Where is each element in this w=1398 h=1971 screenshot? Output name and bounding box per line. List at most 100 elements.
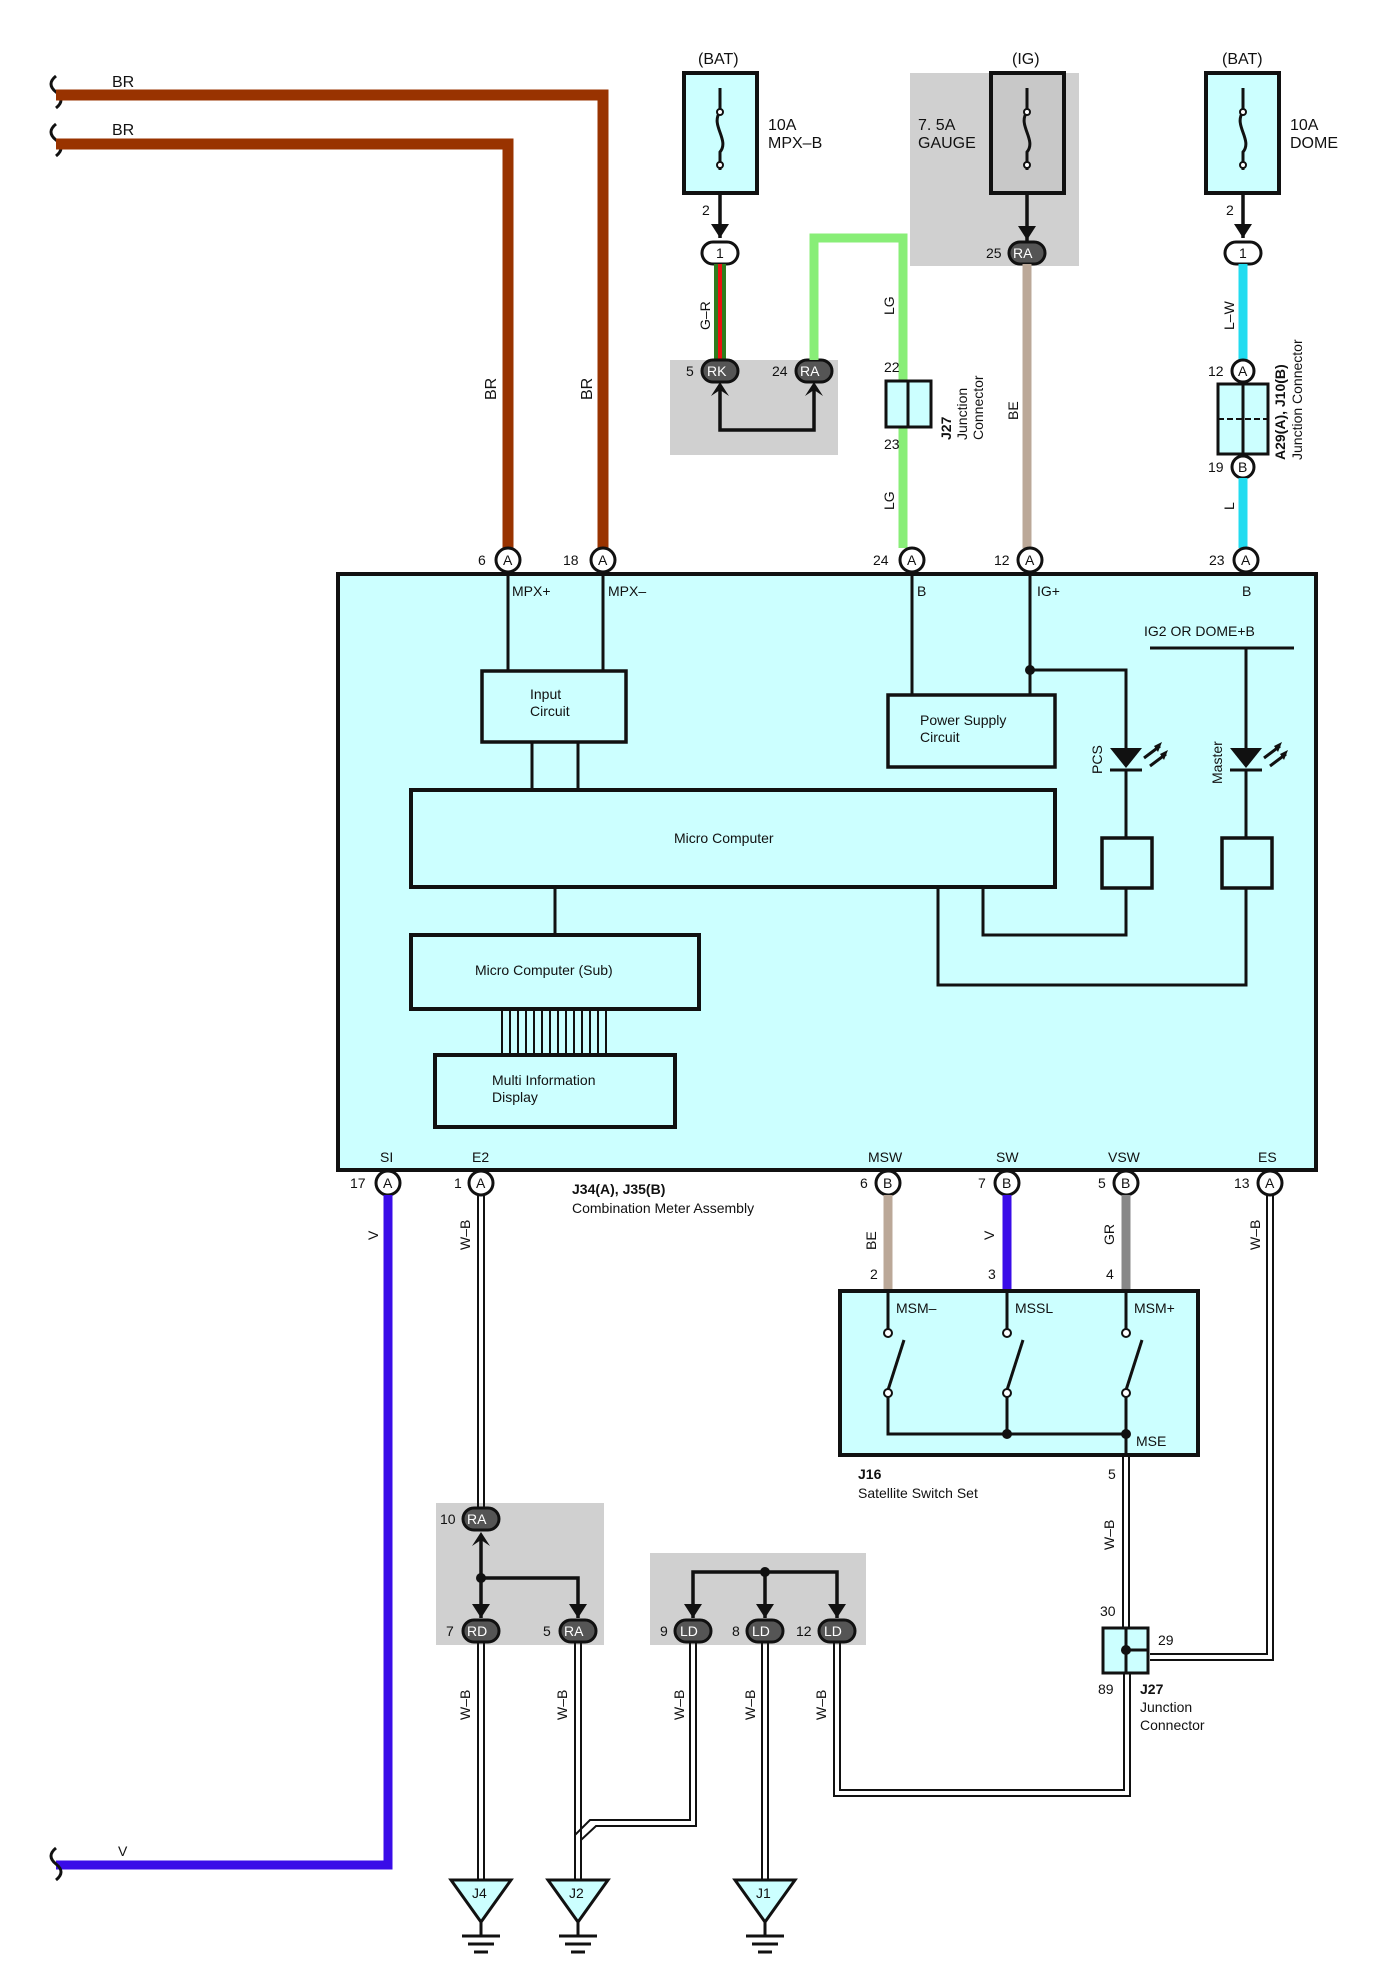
- ground-j1-icon: J1: [732, 1878, 798, 1954]
- label-master: Master: [1209, 741, 1225, 784]
- ground-j4-label: J4: [472, 1885, 487, 1901]
- label-msw: MSW: [868, 1149, 903, 1165]
- wire-label-g-r: G–R: [697, 301, 713, 330]
- fuse-mpx-b: (BAT) 10A MPX–B 2: [682, 51, 822, 218]
- label-pcs: PCS: [1089, 745, 1105, 774]
- conn-b-19: B: [1238, 459, 1247, 475]
- rk-ra-junction: RK 5 RA 24: [686, 358, 834, 432]
- label-mssl: MSSL: [1015, 1300, 1053, 1316]
- pin-12-ld: 12: [796, 1623, 812, 1639]
- fuse-gauge-rating: 7. 5A: [918, 117, 956, 134]
- label-mpx-minus: MPX–: [608, 583, 646, 599]
- pin-12-a29: 12: [1208, 363, 1224, 379]
- wire-label-wb-j2: W–B: [554, 1690, 570, 1720]
- fuse-dome-rating: 10A: [1290, 117, 1319, 134]
- wire-label-br-1: BR: [112, 74, 134, 91]
- pin-5-ra: 5: [543, 1623, 551, 1639]
- pin-25: 25: [986, 245, 1002, 261]
- multi-info-display-box: [433, 1053, 677, 1129]
- input-circuit-l1: Input: [530, 686, 561, 702]
- multi-info-display-l1: Multi Information: [492, 1072, 595, 1088]
- pin-a-24: A: [907, 552, 917, 568]
- wire-label-wb-ld12: W–B: [813, 1690, 829, 1720]
- wire-label-v-2: V: [118, 1843, 128, 1859]
- fuse-dome: (BAT) 10A DOME 2 1 L–W A 12 B 19 A29(A),…: [1204, 51, 1338, 548]
- conn-ld-8: LD: [752, 1623, 770, 1639]
- fuse-dome-source: (BAT): [1222, 51, 1263, 68]
- a29-id: A29(A), J10(B): [1272, 364, 1288, 460]
- meter-name: Combination Meter Assembly: [572, 1200, 754, 1216]
- pin-18: 18: [563, 552, 579, 568]
- pin-3-switch: 3: [988, 1266, 996, 1282]
- conn-1-mpx: 1: [716, 245, 724, 261]
- e2-wb-wire: W–B RA 10 RD 7 RA 5 W–B W–B: [440, 1195, 697, 1900]
- conn-ld-9: LD: [680, 1623, 698, 1639]
- label-ig2-dome: IG2 OR DOME+B: [1144, 623, 1255, 639]
- ground-j2-label: J2: [569, 1885, 584, 1901]
- ground-j1-label: J1: [756, 1885, 771, 1901]
- label-msm-minus: MSM–: [896, 1300, 937, 1316]
- power-supply-box: [886, 693, 1057, 769]
- conn-ra-24: RA: [800, 363, 820, 379]
- a29-line1: Junction Connector: [1289, 339, 1305, 460]
- micro-computer-label: Micro Computer: [674, 830, 774, 846]
- meter-top-pins: A 6 A 18 A 24 A 12 A 23: [478, 546, 1260, 574]
- j27-top-line1: Junction: [954, 388, 970, 440]
- meter-internals: MPX+ MPX– B IG+ B Input Circuit Power Su…: [380, 572, 1294, 1165]
- pin-4-switch: 4: [1106, 1266, 1114, 1282]
- label-b-dome: B: [1242, 583, 1251, 599]
- switch-id: J16: [858, 1466, 882, 1482]
- label-e2: E2: [472, 1149, 489, 1165]
- fuse-mpx-rating: 10A: [768, 117, 797, 134]
- pin-b-5: B: [1121, 1175, 1130, 1191]
- pin-19-a29: 19: [1208, 459, 1224, 475]
- pin-b-7: B: [1002, 1175, 1011, 1191]
- conn-a-12: A: [1238, 363, 1248, 379]
- label-mse: MSE: [1136, 1433, 1166, 1449]
- micro-computer-box: [409, 788, 1057, 889]
- micro-computer-sub-box: [409, 933, 701, 1011]
- pin-23-meter: 23: [1209, 552, 1225, 568]
- pin-5-rk: 5: [686, 363, 694, 379]
- pin-8-ld: 8: [732, 1623, 740, 1639]
- wire-label-wb-ld8: W–B: [742, 1690, 758, 1720]
- gr-wire: 1 G–R: [697, 193, 740, 360]
- wire-label-gr: GR: [1101, 1224, 1117, 1245]
- pin-24-meter: 24: [873, 552, 889, 568]
- power-supply-l1: Power Supply: [920, 712, 1006, 728]
- fuse-gauge: (IG) 7. 5A GAUGE RA 25 BE: [918, 51, 1066, 548]
- pin-17: 17: [350, 1175, 366, 1191]
- wire-label-be-1: BE: [1005, 401, 1021, 420]
- j27-bot-line1: Junction: [1140, 1699, 1192, 1715]
- ground-j2-icon: J2: [545, 1878, 611, 1954]
- fuse-mpx-name: MPX–B: [768, 135, 822, 152]
- meter-id: J34(A), J35(B): [572, 1181, 665, 1197]
- pin-10: 10: [440, 1511, 456, 1527]
- br-wires: BR BR BR BR: [49, 74, 609, 548]
- conn-ra-5: RA: [564, 1623, 584, 1639]
- ld-junction: LD 9 LD 8 LD 12 W–B W–B W–B: [660, 1567, 1131, 1900]
- pin-89-j27: 89: [1098, 1681, 1114, 1697]
- label-msm-plus: MSM+: [1134, 1300, 1175, 1316]
- wire-label-wb-e2: W–B: [457, 1220, 473, 1250]
- conn-ld-12: LD: [824, 1623, 842, 1639]
- pin-5-vsw: 5: [1098, 1175, 1106, 1191]
- wire-label-wb-j4: W–B: [457, 1690, 473, 1720]
- switch-wires: BE 2 V 3 GR 4 W–B: [863, 1195, 1274, 1661]
- pin-13-es: 13: [1234, 1175, 1250, 1191]
- combination-meter-box: [336, 572, 1318, 1172]
- multi-info-display-l2: Display: [492, 1089, 538, 1105]
- wire-label-be-2: BE: [863, 1231, 879, 1250]
- pin-23-j27: 23: [884, 436, 900, 452]
- pin-1-e2: 1: [454, 1175, 462, 1191]
- label-ig-plus: IG+: [1037, 583, 1060, 599]
- wire-label-wb-mse: W–B: [1101, 1520, 1117, 1550]
- micro-computer-sub-label: Micro Computer (Sub): [475, 962, 613, 978]
- wire-label-lg-2: LG: [881, 491, 897, 510]
- power-supply-l2: Circuit: [920, 729, 960, 745]
- label-es: ES: [1258, 1149, 1277, 1165]
- wire-label-l-w: L–W: [1221, 300, 1237, 330]
- pin-a-17: A: [383, 1175, 393, 1191]
- wire-label-v-1: V: [365, 1230, 381, 1240]
